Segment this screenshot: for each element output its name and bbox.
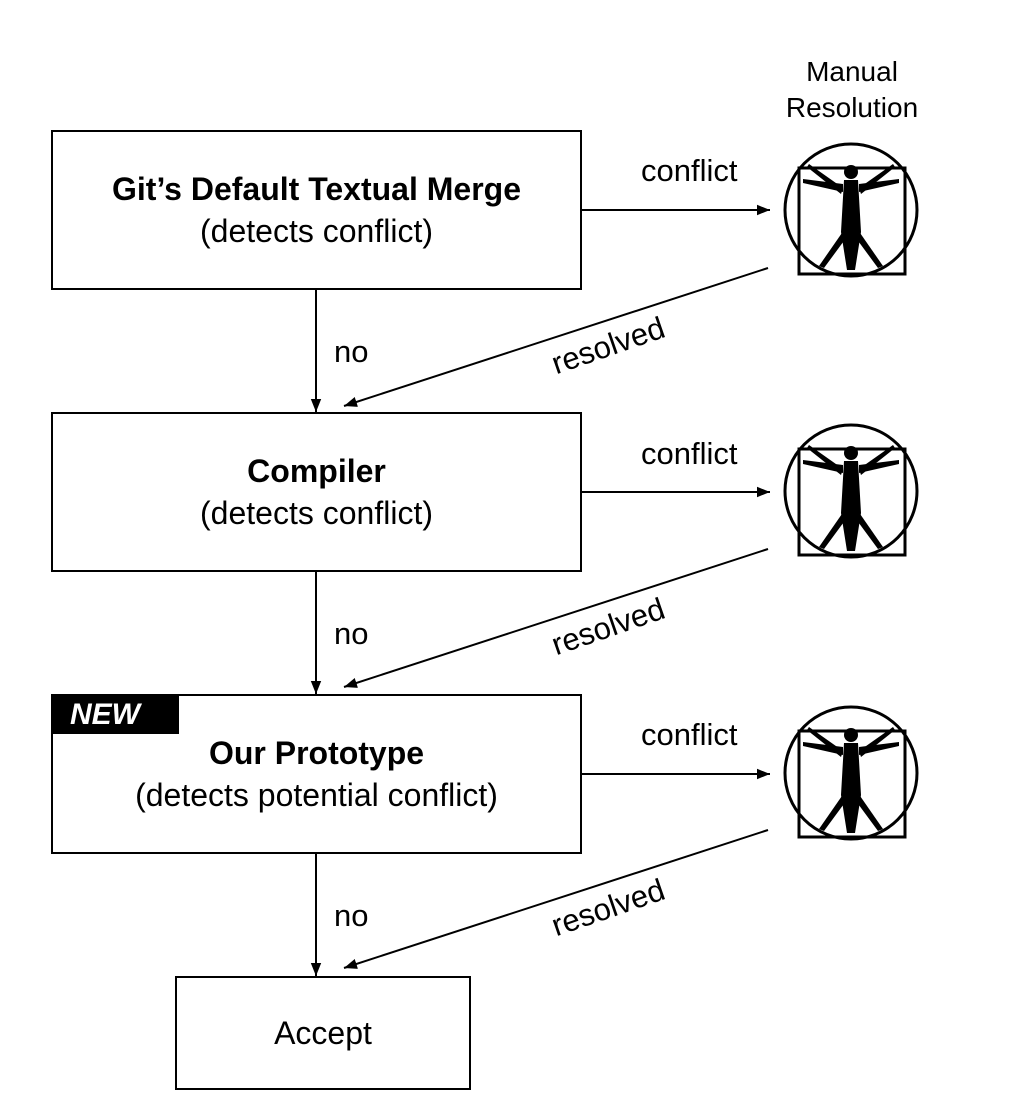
- no-label-3: no: [334, 898, 369, 933]
- prototype-box: Our Prototype (detects potential conflic…: [51, 694, 582, 854]
- compiler-box: Compiler (detects conflict): [51, 412, 582, 572]
- no-label-2: no: [334, 616, 369, 651]
- conflict-label-3: conflict: [641, 717, 738, 752]
- git-merge-box: Git’s Default Textual Merge (detects con…: [51, 130, 582, 290]
- compiler-subtitle: (detects conflict): [200, 495, 433, 531]
- prototype-title: Our Prototype: [208, 735, 425, 771]
- prototype-subtitle: (detects potential conflict): [135, 777, 498, 813]
- resolved-arrow-2: [343, 548, 769, 688]
- new-badge: NEW: [52, 696, 179, 734]
- manual-resolution-line1: Manual: [806, 56, 898, 87]
- vitruvian-man-icon: [783, 705, 919, 841]
- compiler-title: Compiler: [247, 453, 386, 489]
- vitruvian-man-icon: [783, 142, 919, 278]
- git-merge-subtitle: (detects conflict): [200, 213, 433, 249]
- resolved-arrow-3: [343, 829, 769, 969]
- conflict-label-2: conflict: [641, 436, 738, 471]
- accept-label: Accept: [274, 1015, 372, 1051]
- manual-resolution-line2: Resolution: [785, 92, 919, 123]
- manual-resolution-label: Manual Resolution: [772, 54, 932, 126]
- vitruvian-man-icon: [783, 423, 919, 559]
- accept-box: Accept: [175, 976, 471, 1090]
- git-merge-title: Git’s Default Textual Merge: [112, 171, 521, 207]
- conflict-label-1: conflict: [641, 153, 738, 188]
- resolved-arrow-1: [343, 267, 769, 407]
- no-label-1: no: [334, 334, 369, 369]
